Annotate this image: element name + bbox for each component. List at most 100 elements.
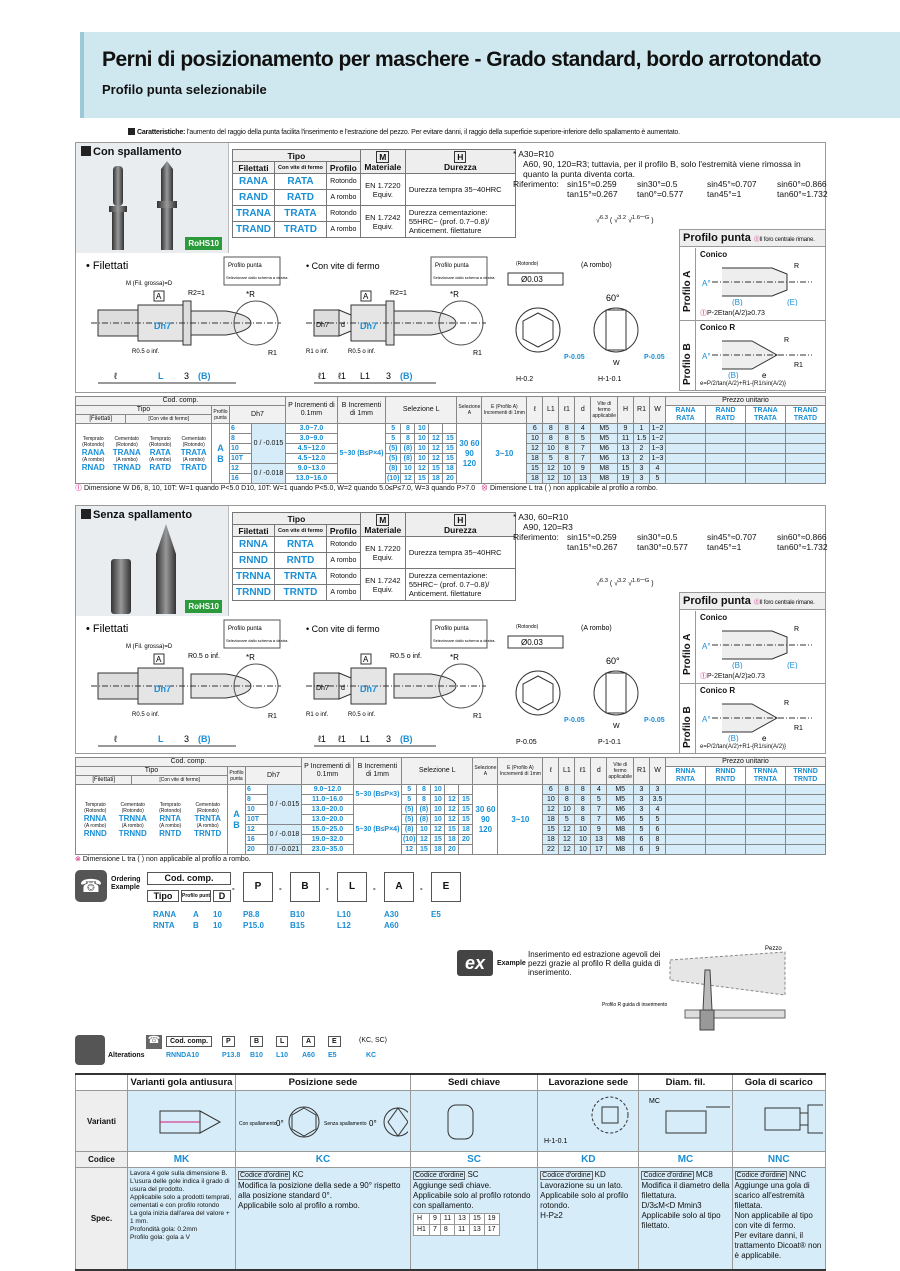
- price-col-code: RATA: [676, 414, 695, 422]
- note-radius: * A30=R10: [513, 149, 554, 159]
- d-value: 10T: [228, 453, 252, 464]
- tipo-desc: (A rombo): [115, 456, 138, 463]
- spec-value: 7: [590, 804, 608, 815]
- example-illustration: Pezzo Profilo R guida di inserimento: [602, 946, 786, 1031]
- spec-value: 6: [633, 844, 650, 855]
- order-example-value: 10: [213, 921, 222, 930]
- code-filettati: RNND: [232, 552, 275, 569]
- spec-value: 1~3: [649, 453, 666, 464]
- tipo-group: Temprato (Rotondo)Cementato (Rotondo)Tem…: [77, 802, 226, 814]
- variant-code: SC: [409, 1151, 539, 1168]
- roughness-symbols: √6.3 ( √3.2 √1.6‾‾G ): [596, 578, 654, 588]
- price-cell: [665, 784, 706, 795]
- variant-code: NNC: [731, 1151, 827, 1168]
- roughness-value: G: [644, 215, 650, 221]
- l-option: 12: [430, 824, 446, 835]
- tipo-code: RATA: [149, 447, 171, 457]
- kc-angle: 0°: [369, 1119, 377, 1128]
- order-code: KD: [594, 1170, 606, 1179]
- panel-note: Il foro centrale rimane.: [759, 237, 815, 243]
- profile-b-formula: e=P/2/tan(A/2)+R1-{R1/sin(A/2)}: [700, 744, 787, 750]
- roughness-value: G: [644, 578, 650, 584]
- order-col-L: L: [337, 872, 367, 902]
- roughness-value: 3.2: [618, 578, 627, 584]
- d-value: 8: [244, 794, 268, 805]
- price-cell: [785, 433, 826, 444]
- r05-label: R0.5 o inf.: [348, 712, 376, 718]
- spec-value: 10: [526, 433, 544, 444]
- spec-value: 6: [649, 824, 666, 835]
- d-value: 16: [228, 473, 252, 484]
- b-label: (B): [728, 371, 739, 379]
- spec-value: M6: [606, 814, 634, 825]
- alteration-value: KC: [366, 1052, 377, 1059]
- l-option: (8): [384, 463, 402, 474]
- price-cell: [745, 443, 786, 454]
- ref-value: tan15°≈0.267: [567, 542, 618, 552]
- th-prezzo: Prezzo unitario: [665, 757, 826, 767]
- roughness-value: 3.2: [618, 215, 627, 221]
- profilo-punta-tag: Profilo punta: [435, 626, 469, 632]
- kc-label-con: Con spallamento: [239, 1121, 277, 1127]
- dh7-label: Dh7: [360, 684, 377, 694]
- spec-value: 18: [526, 453, 544, 464]
- l-option: 8: [416, 794, 432, 805]
- alteration-value: B10: [250, 1052, 263, 1059]
- order-code: KC: [292, 1170, 304, 1179]
- price-cell: [785, 804, 826, 815]
- hardness: Durezza tempra 35~40HRC: [404, 536, 516, 569]
- ref-value: sin15°≈0.259: [567, 179, 617, 189]
- price-cell: [745, 824, 786, 835]
- profilo-punta-tag: Profilo punta: [435, 263, 469, 269]
- b-range: 5~30 (B≤P×4): [352, 804, 402, 855]
- tipo-group: (A rombo)(A rombo)(A rombo)(A rombo): [77, 457, 210, 463]
- order-example-value: RNTA: [153, 921, 175, 930]
- th-vite-app: Vite di fermo applicabile: [590, 396, 618, 424]
- r2-label: R2=1: [188, 290, 205, 297]
- spec-value: 10: [542, 443, 560, 454]
- th-filettati: [Filettati]: [74, 414, 127, 424]
- key-seat-cell: 15: [468, 1213, 485, 1225]
- dim-H: P-0.05: [516, 739, 537, 746]
- profilo-punta-panel: Profilo punta ⓵Il foro centrale rimane. …: [679, 592, 826, 754]
- th-filettati: [Filettati]: [74, 775, 133, 785]
- r-label: R: [794, 626, 799, 633]
- r-label: *R: [246, 290, 255, 299]
- features-line: Caratteristiche: l'aumento del raggio de…: [128, 128, 680, 137]
- alteration-col: Cod. comp.: [166, 1036, 213, 1047]
- l-option: 18: [444, 834, 460, 845]
- profile-type: A rombo: [325, 552, 361, 569]
- ordering-label: Ordering Example: [111, 876, 141, 891]
- spec-value: 10: [574, 844, 592, 855]
- price-cell: [745, 463, 786, 474]
- p-range: 9.0~12.0: [300, 784, 354, 795]
- dim-W: W: [613, 360, 620, 367]
- th-p: P Incrementi di 0.1mm: [300, 757, 354, 785]
- spec-value: 1~3: [649, 443, 666, 454]
- variant-code: MK: [127, 1151, 236, 1168]
- spec-line: Modifica il diametro della filettatura.: [641, 1181, 730, 1200]
- spec-value: 18: [542, 834, 560, 845]
- l-option: (8): [416, 804, 432, 815]
- spec-value: 10: [574, 834, 592, 845]
- spec-value: 9: [590, 824, 608, 835]
- l-option: 12: [400, 473, 416, 484]
- ref-value: tan60°≈1.732: [777, 189, 828, 199]
- cod-comp-box: Cod. comp.: [147, 872, 231, 885]
- spec-value: 1~2: [649, 433, 666, 444]
- price-cell: [745, 433, 786, 444]
- th-materiale-label: Materiale: [364, 161, 402, 172]
- th-b: B Incrementi di 1mm: [336, 396, 386, 424]
- price-cell: [745, 834, 786, 845]
- th-ell: ℓ: [526, 396, 544, 424]
- spec-value: 19: [617, 473, 634, 484]
- spec-value: 5: [633, 814, 650, 825]
- l-option: 12: [428, 443, 444, 454]
